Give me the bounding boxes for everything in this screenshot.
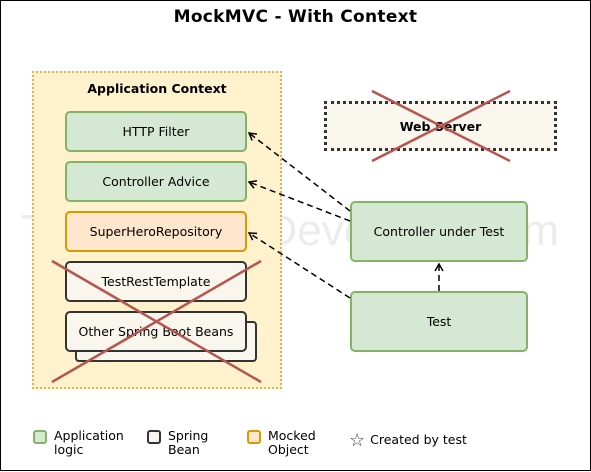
legend-created-by-test-label: Created by test bbox=[370, 432, 467, 447]
legend-spring-bean: Spring Bean bbox=[147, 429, 214, 457]
http-filter-box: HTTP Filter bbox=[65, 111, 247, 152]
legend-created-by-test: ☆ Created by test bbox=[349, 430, 467, 451]
diagram-title: MockMVC - With Context bbox=[173, 7, 418, 27]
legend-application-logic-swatch bbox=[33, 430, 47, 444]
legend-application-logic-label: Application logic bbox=[54, 428, 124, 457]
controller-advice-box: Controller Advice bbox=[65, 161, 247, 202]
web-server-box: Web Server bbox=[324, 101, 557, 151]
test-label: Test bbox=[426, 314, 452, 329]
legend-mocked-object: Mocked Object bbox=[247, 429, 320, 457]
test-rest-template-label: TestRestTemplate bbox=[101, 274, 211, 289]
star-icon: ☆ bbox=[349, 430, 366, 451]
test-box: Test bbox=[350, 291, 528, 352]
super-hero-repository-label: SuperHeroRepository bbox=[89, 224, 223, 239]
application-context-title: Application Context bbox=[87, 81, 227, 96]
other-beans-label: Other Spring Boot Beans bbox=[78, 324, 234, 339]
controller-under-test-label: Controller under Test bbox=[373, 224, 505, 239]
web-server-label: Web Server bbox=[399, 118, 482, 134]
legend-application-logic: Application logic bbox=[33, 429, 124, 457]
controller-under-test-box: Controller under Test bbox=[350, 201, 528, 262]
legend-spring-bean-label: Spring Bean bbox=[168, 428, 209, 457]
other-beans-box: Other Spring Boot Beans bbox=[65, 311, 247, 352]
test-rest-template-box: TestRestTemplate bbox=[65, 261, 247, 302]
legend-mocked-object-swatch bbox=[247, 430, 261, 444]
super-hero-repository-box: SuperHeroRepository bbox=[65, 211, 247, 252]
legend-spring-bean-swatch bbox=[147, 430, 161, 444]
http-filter-label: HTTP Filter bbox=[122, 124, 190, 139]
controller-advice-label: Controller Advice bbox=[102, 174, 210, 189]
legend-mocked-object-label: Mocked Object bbox=[268, 428, 316, 457]
